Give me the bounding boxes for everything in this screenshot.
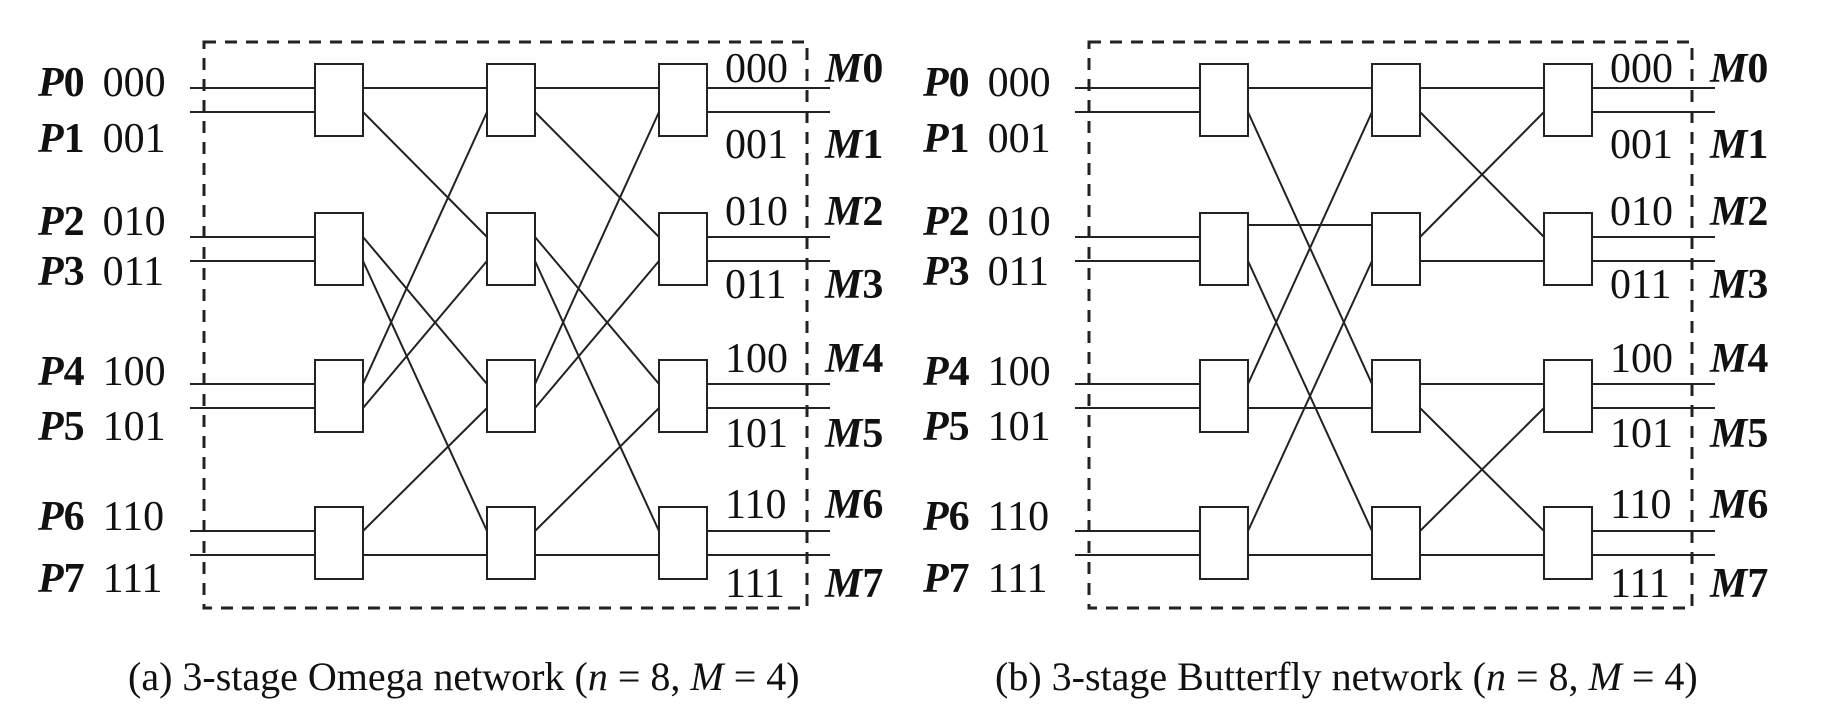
output-binary: 000 bbox=[725, 46, 788, 92]
output-binary: 011 bbox=[1610, 262, 1671, 308]
output-binary: 001 bbox=[1610, 122, 1673, 168]
output-binary: 001 bbox=[725, 122, 788, 168]
stage-link bbox=[534, 111, 660, 385]
switch-box bbox=[658, 212, 708, 286]
switch-box bbox=[486, 506, 536, 580]
output-binary: 111 bbox=[725, 561, 785, 607]
switch-box bbox=[1371, 63, 1421, 137]
output-label: M5 bbox=[1709, 411, 1768, 457]
output-label: M3 bbox=[1709, 262, 1768, 308]
output-binary: 010 bbox=[1610, 189, 1673, 235]
switch-box bbox=[1199, 212, 1249, 286]
stage-link bbox=[362, 111, 488, 238]
network-frame bbox=[202, 40, 809, 610]
output-label: M2 bbox=[824, 189, 883, 235]
stage-link bbox=[534, 111, 660, 238]
switch-box bbox=[486, 212, 536, 286]
switch-box bbox=[1371, 506, 1421, 580]
switch-box bbox=[1199, 63, 1249, 137]
switch-box bbox=[314, 506, 364, 580]
output-label: M0 bbox=[824, 46, 883, 92]
output-label: M6 bbox=[1709, 482, 1768, 528]
switch-box bbox=[486, 63, 536, 137]
output-label: M2 bbox=[1709, 189, 1768, 235]
switch-box bbox=[486, 359, 536, 433]
stage-link bbox=[362, 407, 488, 532]
switch-box bbox=[658, 359, 708, 433]
output-binary: 100 bbox=[1610, 336, 1673, 382]
output-binary: 110 bbox=[725, 482, 786, 528]
switch-box bbox=[658, 506, 708, 580]
switch-box bbox=[1199, 359, 1249, 433]
network-frame bbox=[1087, 40, 1694, 610]
output-binary: 100 bbox=[725, 336, 788, 382]
output-label: M1 bbox=[824, 122, 883, 168]
output-label: M4 bbox=[1709, 336, 1768, 382]
stage-link bbox=[534, 260, 660, 409]
output-binary: 110 bbox=[1610, 482, 1671, 528]
output-label: M6 bbox=[824, 482, 883, 528]
stage-link bbox=[1419, 407, 1545, 532]
caption-omega: (a) 3-stage Omega network (n = 8, M = 4) bbox=[128, 654, 800, 699]
switch-box bbox=[1543, 212, 1593, 286]
output-label: M1 bbox=[1709, 122, 1768, 168]
switch-box bbox=[1371, 359, 1421, 433]
switch-box bbox=[1199, 506, 1249, 580]
stage-link bbox=[362, 260, 488, 532]
output-binary: 011 bbox=[725, 262, 786, 308]
switch-box bbox=[1543, 506, 1593, 580]
output-binary: 101 bbox=[725, 411, 788, 457]
switch-box bbox=[314, 63, 364, 137]
switch-box bbox=[314, 212, 364, 286]
output-label: M5 bbox=[824, 411, 883, 457]
stage-link bbox=[362, 236, 488, 385]
switch-box bbox=[1543, 63, 1593, 137]
stage-link bbox=[534, 407, 660, 532]
stage-link bbox=[1247, 260, 1373, 532]
output-label: M7 bbox=[824, 561, 883, 607]
output-label: M3 bbox=[824, 262, 883, 308]
output-binary: 101 bbox=[1610, 411, 1673, 457]
switch-box bbox=[314, 359, 364, 433]
output-binary: 111 bbox=[1610, 561, 1670, 607]
stage-link bbox=[362, 111, 488, 385]
stage-link bbox=[1419, 111, 1545, 238]
output-binary: 010 bbox=[725, 189, 788, 235]
stage-link bbox=[362, 260, 488, 409]
switch-box bbox=[658, 63, 708, 137]
switch-box bbox=[1371, 212, 1421, 286]
output-label: M0 bbox=[1709, 46, 1768, 92]
stage-link bbox=[534, 236, 660, 385]
stage-link bbox=[1247, 111, 1373, 385]
stage-link bbox=[534, 260, 660, 532]
output-label: M4 bbox=[824, 336, 883, 382]
output-label: M7 bbox=[1709, 561, 1768, 607]
caption-butterfly: (b) 3-stage Butterfly network (n = 8, M … bbox=[995, 654, 1698, 699]
switch-box bbox=[1543, 359, 1593, 433]
output-binary: 000 bbox=[1610, 46, 1673, 92]
